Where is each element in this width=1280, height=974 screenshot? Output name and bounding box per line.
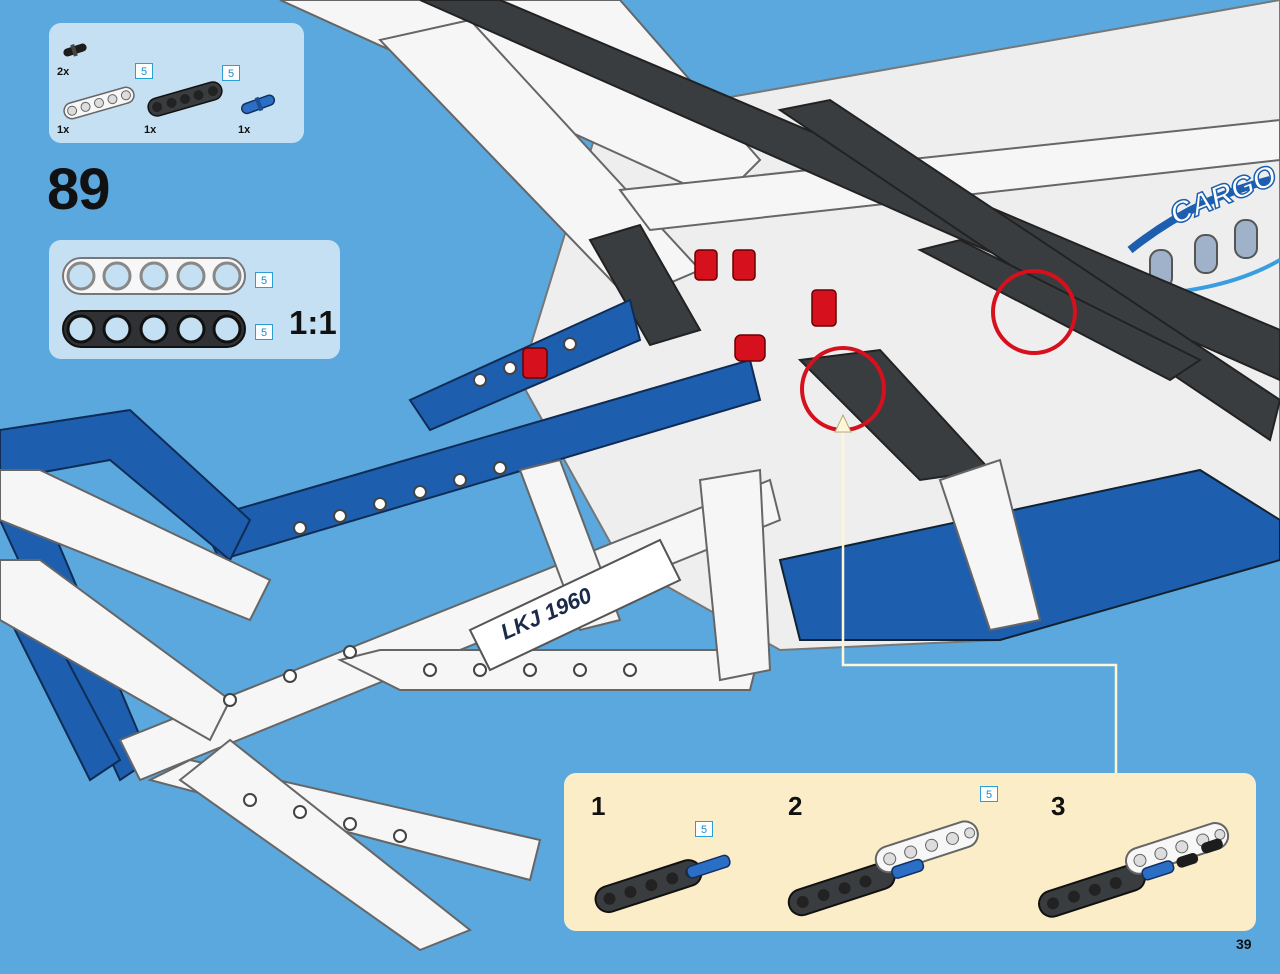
sub-step-3-number: 3 xyxy=(1051,791,1066,821)
sub-step-1-number: 1 xyxy=(591,791,606,821)
parts-list-panel: 2x 5 1x 5 1x 1x xyxy=(49,23,304,143)
sub-step-2-illustration xyxy=(787,820,979,917)
black-pin-icon xyxy=(63,43,87,57)
white-beam-quantity: 1x xyxy=(57,124,70,136)
white-beam-icon xyxy=(63,86,135,120)
dark-gray-beam-length-badge: 5 xyxy=(222,65,240,81)
white-frame xyxy=(0,458,1042,952)
sub-step-2-number: 2 xyxy=(788,791,803,821)
dark-gray-beam-scale-badge: 5 xyxy=(255,324,273,340)
black-pin-quantity: 2x xyxy=(57,66,70,78)
sub-step-3-illustration xyxy=(1038,822,1230,918)
step-number: 89 xyxy=(47,157,111,222)
blue-axle-pin-icon xyxy=(241,94,276,115)
red-connectors xyxy=(522,249,837,379)
dark-gray-beam-actual-size xyxy=(62,310,246,348)
registration-panel xyxy=(468,538,682,672)
white-beam-actual-size xyxy=(62,257,246,295)
scale-guide-panel: 5 5 xyxy=(49,240,340,359)
callout-circle-right xyxy=(991,269,1077,355)
sub-assembly-panel: 1 5 2 5 3 xyxy=(564,773,1256,931)
cargo-swoosh xyxy=(1127,176,1271,254)
callout-arrowhead xyxy=(834,413,852,433)
fuselage-underside xyxy=(778,468,1280,641)
sub-step-1-illustration xyxy=(594,854,731,914)
sub-step-2-badge: 5 xyxy=(980,786,998,802)
dark-gray-beam-quantity: 1x xyxy=(144,124,157,136)
dark-gray-beam-icon xyxy=(147,81,223,117)
white-beam-length-badge: 5 xyxy=(135,63,153,79)
scale-label: 1:1 xyxy=(289,304,337,341)
blue-axle-pin-quantity: 1x xyxy=(238,124,251,136)
callout-pointer-line xyxy=(841,430,1118,773)
sub-step-1-badge: 5 xyxy=(695,821,713,837)
white-beam-scale-badge: 5 xyxy=(255,272,273,288)
page-number: 39 xyxy=(1236,936,1252,952)
